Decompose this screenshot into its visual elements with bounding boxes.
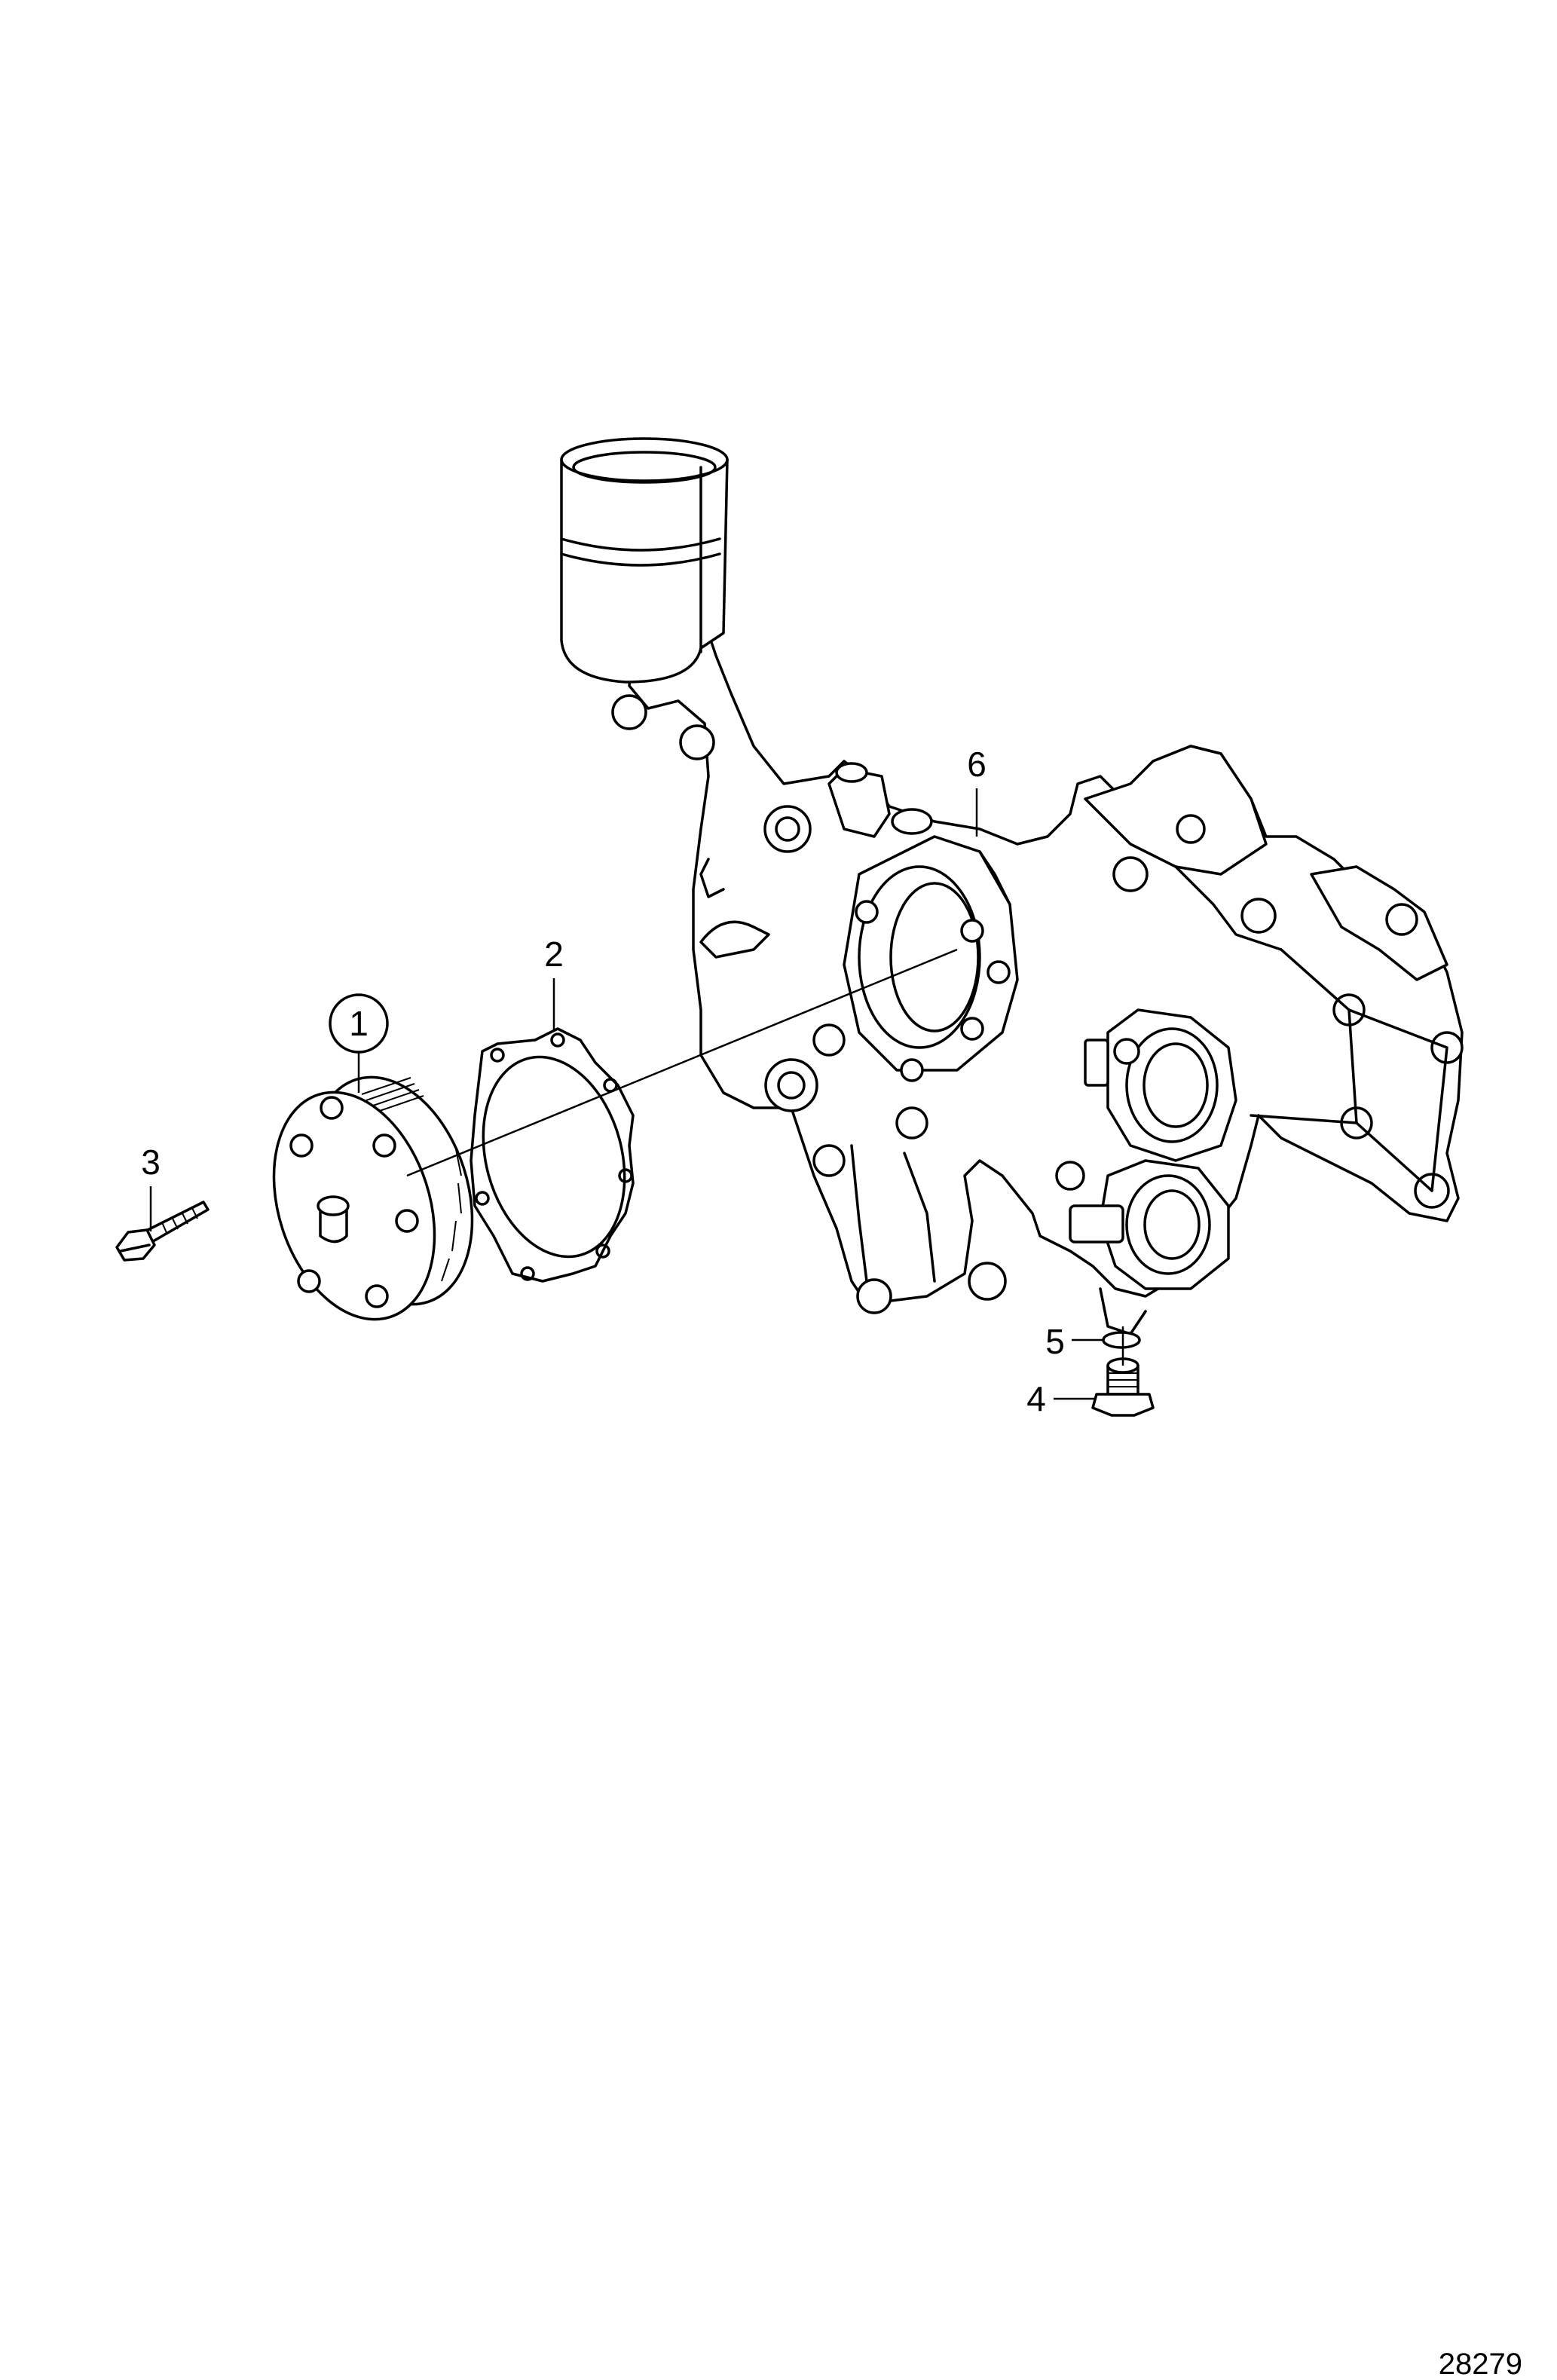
plug <box>1091 1357 1155 1417</box>
timing-cover-housing <box>560 437 1464 1335</box>
gasket <box>470 1027 635 1283</box>
callout-3-label: 3 <box>141 1143 161 1182</box>
o-ring <box>1102 1331 1141 1349</box>
crankshaft-pulley <box>272 1075 474 1321</box>
flange-bolt <box>115 1201 210 1262</box>
callout-5-label: 5 <box>1045 1322 1065 1361</box>
callout-1-label: 1 <box>349 1004 369 1043</box>
assembly-axis-line <box>406 948 958 1177</box>
drawing-number: 28279 <box>1439 2348 1522 2380</box>
callout-2-label: 2 <box>544 935 564 974</box>
callout-6-label: 6 <box>967 745 987 784</box>
callout-4-label: 4 <box>1026 1379 1046 1418</box>
